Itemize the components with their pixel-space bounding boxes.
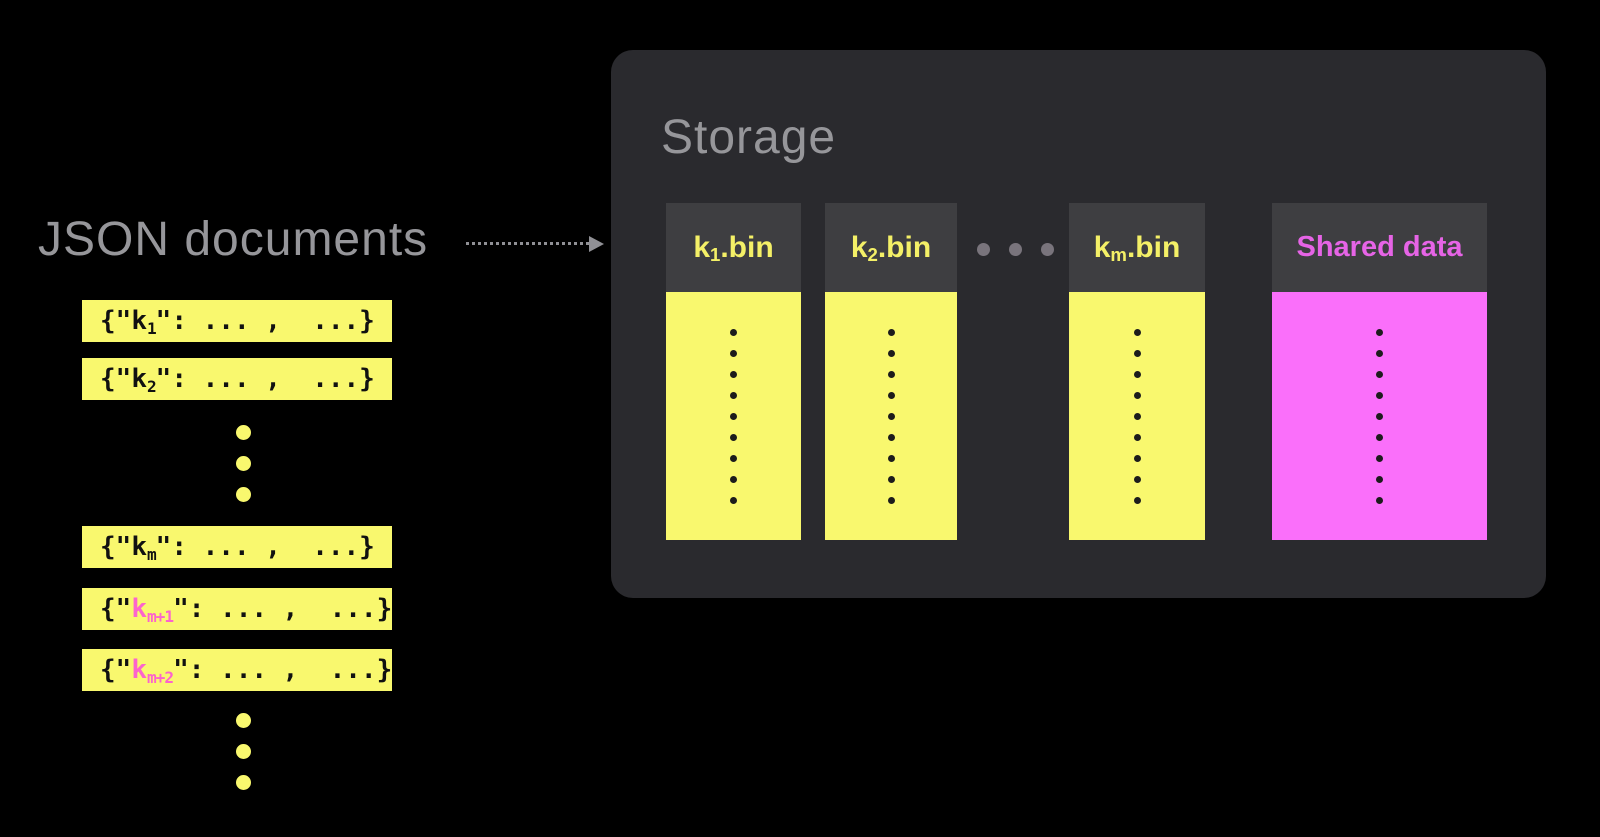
doc-text: {"k1": ... , ...} <box>100 306 375 338</box>
storage-panel: Storage k1.bin k2.bin km.bin Shared data <box>611 50 1546 598</box>
dot <box>730 454 737 462</box>
storage-title: Storage <box>661 111 837 164</box>
bin-file-name: k1.bin <box>693 230 774 265</box>
bin-body-km <box>1069 292 1205 540</box>
dot <box>1376 433 1383 441</box>
dot <box>1133 328 1141 336</box>
dot <box>887 496 895 504</box>
dot <box>887 433 895 441</box>
dot <box>887 412 895 420</box>
dot <box>1133 454 1141 462</box>
dot <box>1133 412 1141 420</box>
dot <box>1133 370 1141 378</box>
dot <box>887 391 895 399</box>
dot <box>887 454 895 462</box>
dot <box>887 475 895 483</box>
dot <box>1133 349 1141 357</box>
dot <box>977 243 990 256</box>
bin-header-km: km.bin <box>1069 203 1205 292</box>
json-doc-bar-k1: {"k1": ... , ...} <box>82 300 392 342</box>
record-dots <box>666 292 801 540</box>
dot <box>730 475 737 483</box>
bin-body-k2 <box>825 292 957 540</box>
storage-column-k1: k1.bin <box>666 203 801 540</box>
arrow-head-icon <box>589 236 604 252</box>
json-to-storage-arrow <box>464 236 604 252</box>
shared-data-body <box>1272 292 1487 540</box>
dot <box>236 456 251 471</box>
bin-body-k1 <box>666 292 801 540</box>
json-doc-bar-km1: {"km+1": ... , ...} <box>82 588 392 630</box>
storage-column-shared: Shared data <box>1272 203 1487 540</box>
dot <box>1133 391 1141 399</box>
vertical-ellipsis-bottom <box>236 713 251 790</box>
dot <box>1376 391 1383 399</box>
dot <box>1376 496 1383 504</box>
arrow-dotted-line <box>466 242 589 245</box>
dot <box>730 370 737 378</box>
json-doc-bar-km: {"km": ... , ...} <box>82 526 392 568</box>
dot <box>1133 433 1141 441</box>
shared-data-header: Shared data <box>1272 203 1487 292</box>
bin-file-name: k2.bin <box>850 230 932 265</box>
json-doc-bar-k2: {"k2": ... , ...} <box>82 358 392 400</box>
dot <box>730 412 737 420</box>
dot <box>1376 328 1383 336</box>
dot <box>1376 412 1383 420</box>
dot <box>1041 243 1054 256</box>
storage-column-k2: k2.bin <box>825 203 957 540</box>
dot <box>236 713 251 728</box>
dot <box>236 744 251 759</box>
doc-text: {"k2": ... , ...} <box>100 364 375 396</box>
dot <box>887 349 895 357</box>
shared-data-label: Shared data <box>1296 231 1463 263</box>
dot <box>236 775 251 790</box>
doc-text: {"km+1": ... , ...} <box>100 594 393 626</box>
record-dots <box>1272 292 1487 540</box>
dot <box>1376 454 1383 462</box>
vertical-ellipsis-top <box>236 425 251 502</box>
bin-file-name: km.bin <box>1093 230 1181 265</box>
json-documents-label: JSON documents <box>38 213 429 266</box>
doc-text: {"km": ... , ...} <box>100 532 375 564</box>
dot <box>887 328 895 336</box>
dot <box>730 433 737 441</box>
bin-header-k2: k2.bin <box>825 203 957 292</box>
dot <box>1376 475 1383 483</box>
dot <box>730 349 737 357</box>
doc-text: {"km+2": ... , ...} <box>100 655 393 687</box>
dot <box>730 328 737 336</box>
dot <box>1009 243 1022 256</box>
dot <box>1133 475 1141 483</box>
dot <box>730 391 737 399</box>
dot <box>887 370 895 378</box>
json-doc-bar-km2: {"km+2": ... , ...} <box>82 649 392 691</box>
dot <box>236 425 251 440</box>
record-dots <box>1069 292 1205 540</box>
dot <box>730 496 737 504</box>
record-dots <box>825 292 957 540</box>
dot <box>1376 349 1383 357</box>
column-horizontal-ellipsis <box>977 243 1054 256</box>
dot <box>1133 496 1141 504</box>
storage-column-km: km.bin <box>1069 203 1205 540</box>
dot <box>1376 370 1383 378</box>
dot <box>236 487 251 502</box>
bin-header-k1: k1.bin <box>666 203 801 292</box>
